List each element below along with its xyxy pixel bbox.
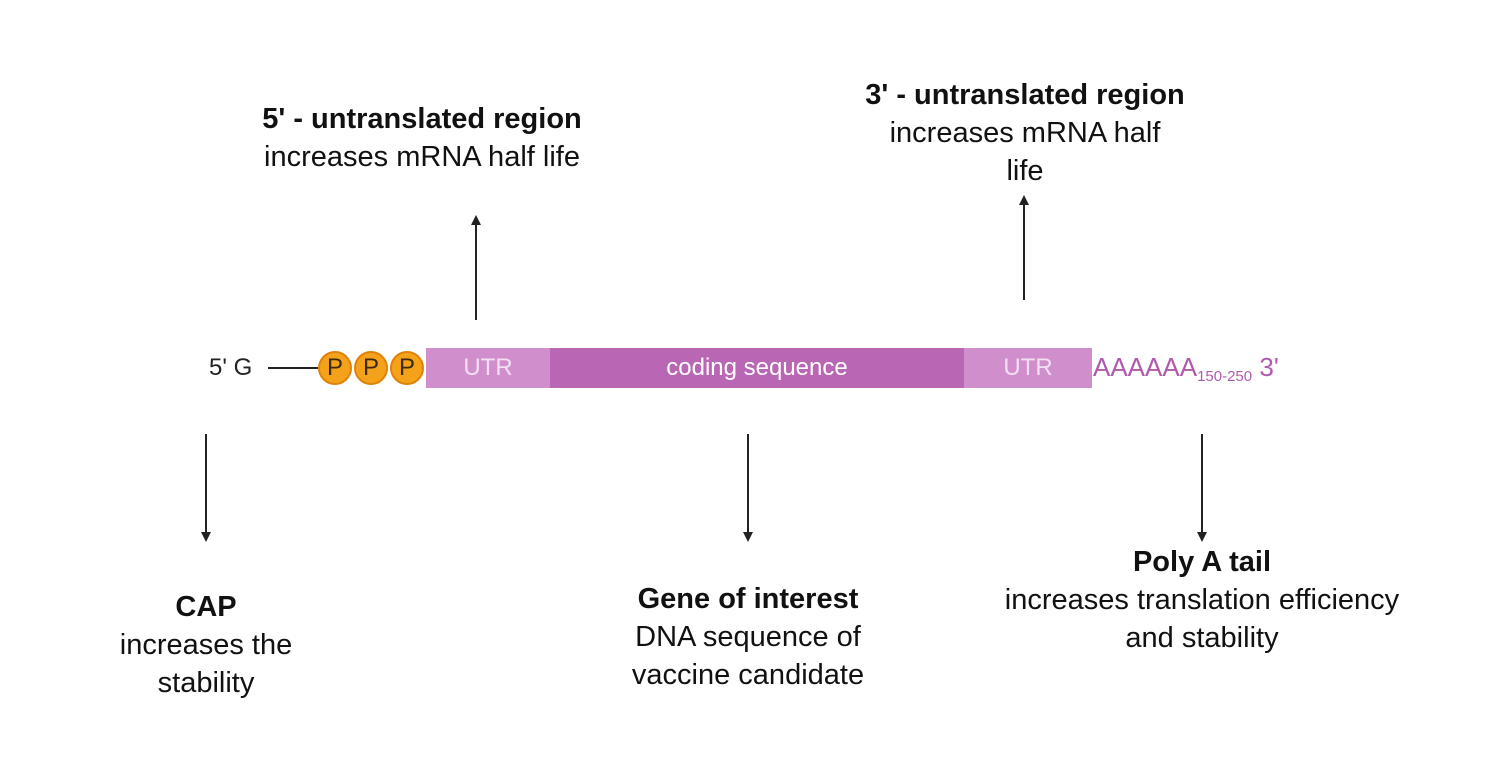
gene-annotation-title: Gene of interest — [637, 583, 859, 615]
cap-annotation-title: CAP — [175, 591, 237, 623]
cap-annotation: CAP increases the stability — [76, 588, 336, 702]
utr3-segment: UTR — [964, 348, 1092, 388]
utr3-segment-label: UTR — [1003, 354, 1053, 381]
utr5-annotation-desc: increases mRNA half life — [264, 141, 580, 173]
utr5-annotation-title: 5' - untranslated region — [262, 103, 582, 135]
five-prime-g-label: 5' G — [209, 354, 253, 381]
utr5-annotation: 5' - untranslated region increases mRNA … — [212, 100, 632, 176]
utr3-annotation-desc-line2: life — [1006, 155, 1044, 187]
phosphate-label: P — [362, 354, 379, 381]
phosphate-label: P — [398, 354, 415, 381]
utr3-annotation: 3' - untranslated region increases mRNA … — [815, 76, 1235, 190]
gene-annotation-desc-line1: DNA sequence of — [635, 621, 861, 653]
poly-a-bases: AAAAAA — [1093, 352, 1198, 382]
phosphate-label: P — [326, 354, 343, 381]
poly-a-tail: AAAAAA150-250 3' — [1093, 352, 1279, 385]
coding-sequence-label: coding sequence — [666, 354, 848, 381]
poly-a-length-range: 150-250 — [1197, 368, 1253, 385]
utr5-segment-label: UTR — [463, 354, 513, 381]
utr3-annotation-desc-line1: increases mRNA half — [889, 117, 1161, 149]
phosphate-circle-3: P — [390, 351, 424, 385]
cap-annotation-desc-line1: increases the — [119, 629, 293, 661]
utr5-segment: UTR — [426, 348, 550, 388]
phosphate-circle-2: P — [354, 351, 388, 385]
polya-annotation: Poly A tail increases translation effici… — [952, 543, 1452, 657]
utr3-annotation-title: 3' - untranslated region — [865, 79, 1185, 111]
three-prime-label: 3' — [1259, 352, 1279, 382]
phosphate-circle-1: P — [318, 351, 352, 385]
coding-sequence-segment: coding sequence — [550, 348, 964, 388]
gene-annotation: Gene of interest DNA sequence of vaccine… — [578, 580, 918, 694]
gene-annotation-desc-line2: vaccine candidate — [631, 659, 865, 691]
polya-annotation-title: Poly A tail — [1132, 546, 1272, 578]
polya-annotation-desc-line2: and stability — [1125, 622, 1279, 654]
cap-annotation-desc-line2: stability — [157, 667, 255, 699]
polya-annotation-desc-line1: increases translation efficiency — [1004, 584, 1400, 616]
